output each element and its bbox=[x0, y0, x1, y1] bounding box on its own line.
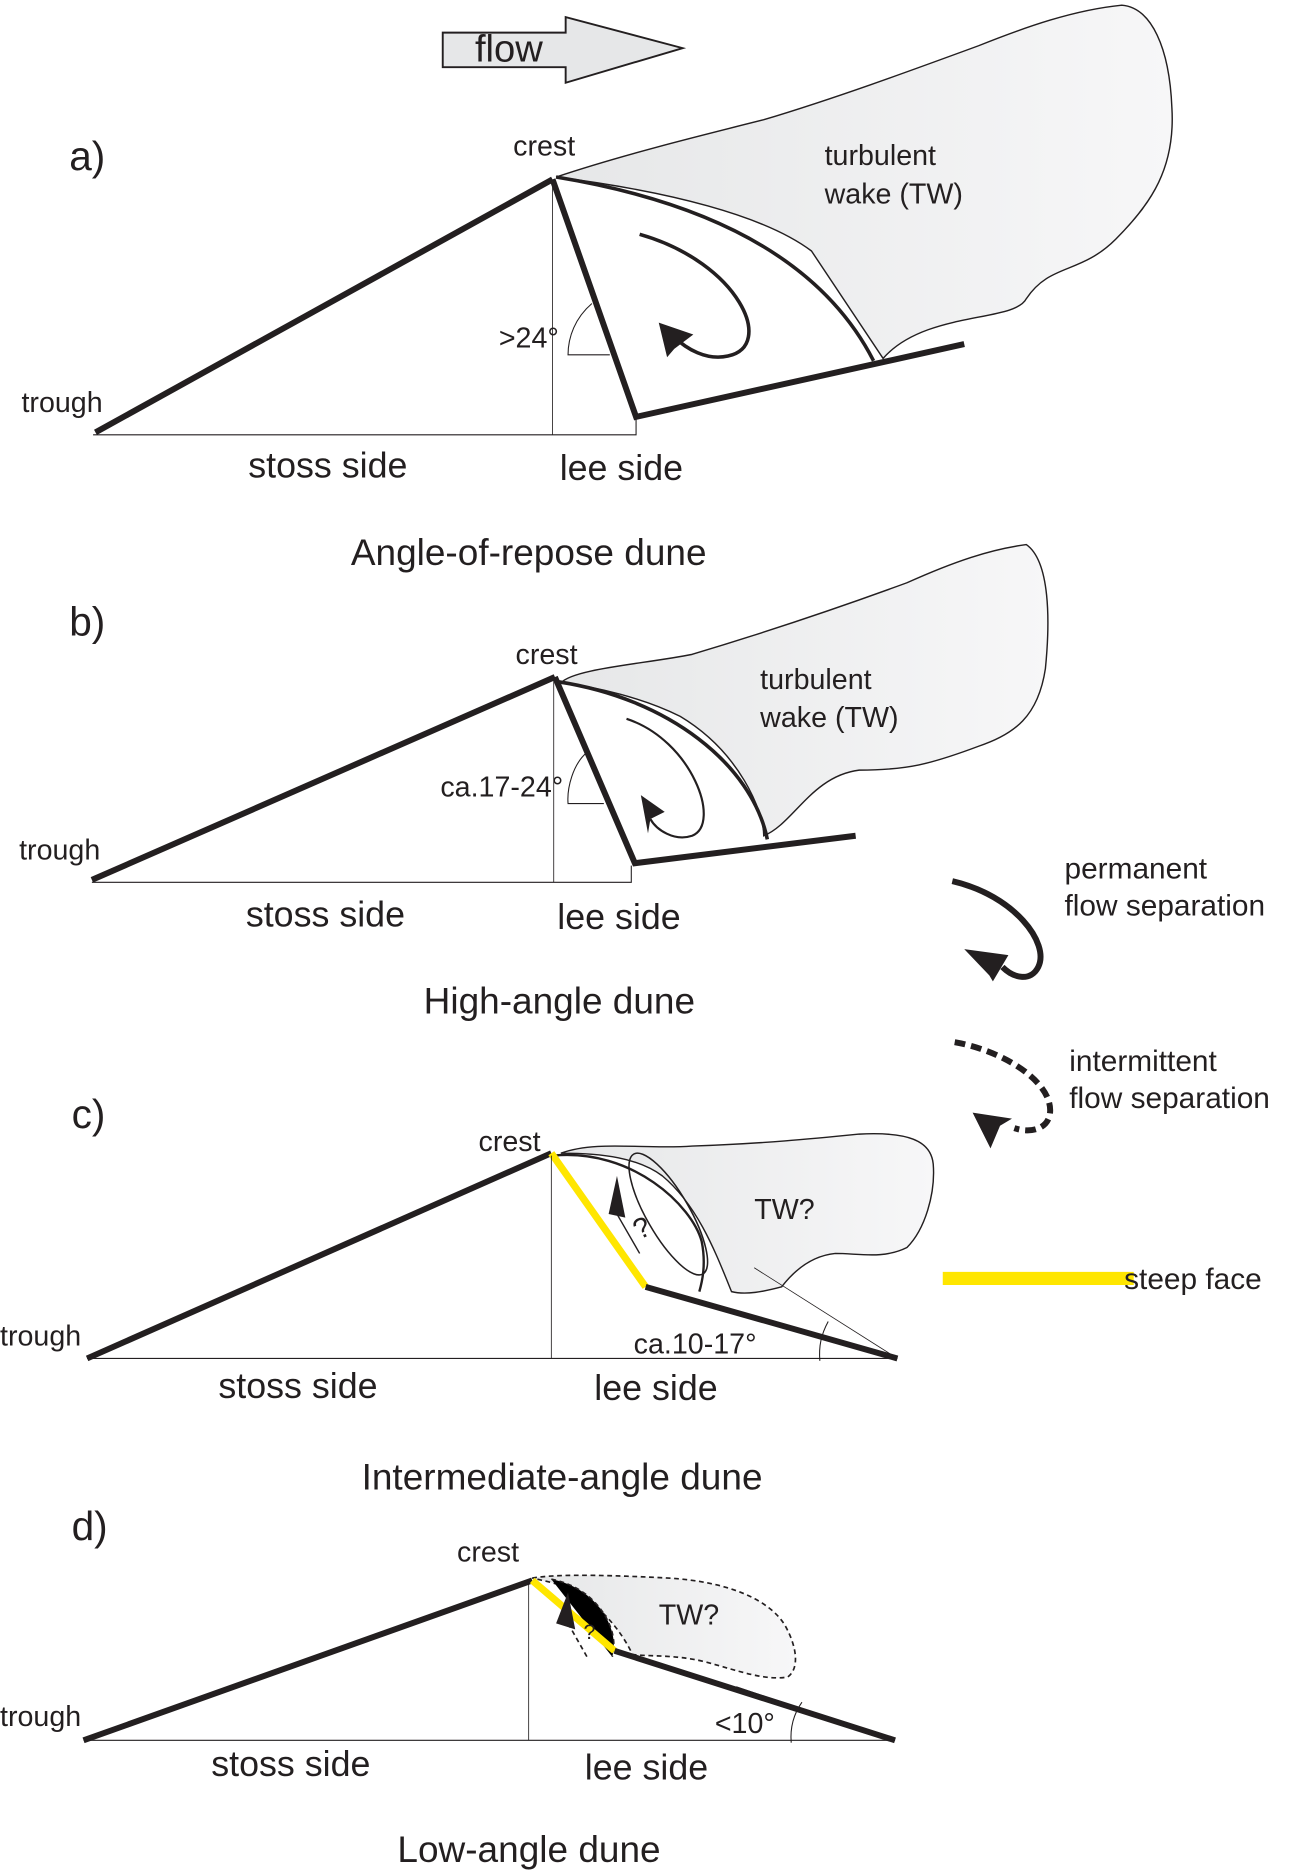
panel-a: a) crest trough >24° stoss side lee side… bbox=[21, 4, 1173, 573]
turbulent-wake bbox=[555, 4, 1173, 360]
flow-arrow: flow bbox=[441, 15, 687, 85]
wake-label-line1: turbulent bbox=[760, 664, 871, 696]
panel-c: c) ? crest trough ca.10-17° stoss side l… bbox=[0, 1091, 935, 1498]
solid-curved-arrow-icon bbox=[951, 878, 1044, 980]
angle-reference-line bbox=[736, 1686, 896, 1741]
arrowhead-icon bbox=[972, 1112, 1012, 1149]
separation-boundary bbox=[555, 175, 876, 362]
lee-side-label: lee side bbox=[585, 1748, 708, 1788]
angle-reference-line bbox=[753, 1267, 898, 1359]
separation-boundary bbox=[558, 680, 770, 840]
eddy-arrowhead bbox=[658, 322, 694, 358]
stoss-side-label: stoss side bbox=[248, 446, 407, 486]
legend-permanent: permanent flow separation bbox=[951, 853, 1265, 982]
panel-title: Angle-of-repose dune bbox=[351, 532, 707, 573]
legend-intermittent: intermittent flow separation bbox=[954, 1039, 1270, 1149]
wake-label-line1: turbulent bbox=[825, 140, 936, 172]
panel-label: a) bbox=[69, 133, 105, 179]
legend-label-line1: permanent bbox=[1064, 853, 1207, 886]
separation-boundary bbox=[553, 1153, 705, 1292]
legend-label-line2: flow separation bbox=[1069, 1082, 1270, 1115]
turbulent-wake bbox=[559, 543, 1049, 837]
baseline bbox=[91, 865, 632, 883]
lee-slope bbox=[644, 1283, 899, 1362]
panel-title: High-angle dune bbox=[424, 981, 695, 1022]
lee-slope bbox=[613, 1647, 896, 1744]
panel-b: b) crest trough ca.17-24° stoss side lee… bbox=[19, 543, 1049, 1022]
angle-arc bbox=[567, 751, 604, 805]
panel-label: c) bbox=[72, 1091, 106, 1137]
legend-label-line2: flow separation bbox=[1064, 890, 1265, 923]
stoss-slope bbox=[85, 1150, 553, 1362]
stoss-slope bbox=[94, 176, 554, 436]
flow-arrow-label: flow bbox=[475, 27, 543, 70]
angle-label: ca.10-17° bbox=[634, 1329, 757, 1361]
angle-arc bbox=[567, 303, 610, 356]
crest-label: crest bbox=[457, 1536, 519, 1568]
legend-label-line1: intermittent bbox=[1069, 1045, 1217, 1078]
flow-arrow-shape bbox=[441, 15, 687, 85]
eddy-arrow bbox=[626, 717, 705, 839]
legend: permanent flow separation intermittent f… bbox=[942, 853, 1270, 1296]
lee-slope bbox=[549, 178, 965, 421]
stoss-slope bbox=[82, 1577, 534, 1744]
angle-arc bbox=[790, 1701, 803, 1743]
crest-label: crest bbox=[513, 131, 575, 163]
stoss-side-label: stoss side bbox=[218, 1366, 377, 1406]
lee-side-label: lee side bbox=[560, 448, 683, 488]
lee-side-label: lee side bbox=[594, 1368, 717, 1408]
eddy-arrow bbox=[639, 232, 751, 359]
angle-arc bbox=[819, 1321, 829, 1361]
eddy-arrowhead bbox=[640, 795, 665, 834]
eddy-ellipse bbox=[628, 1152, 709, 1276]
eddy-arrow bbox=[616, 1213, 641, 1254]
lee-side-label: lee side bbox=[557, 897, 680, 937]
dashed-curved-arrow-icon bbox=[954, 1039, 1054, 1134]
wake-label-line2: wake (TW) bbox=[759, 702, 898, 734]
panel-title: Low-angle dune bbox=[397, 1829, 660, 1870]
turbulent-wake bbox=[560, 1132, 935, 1294]
eddy-arrow-uncertain bbox=[567, 1622, 590, 1660]
panel-d: d) ? crest trough <10° stoss side lee si… bbox=[0, 1503, 896, 1870]
baseline bbox=[93, 418, 637, 436]
trough-label: trough bbox=[21, 387, 102, 419]
stoss-side-label: stoss side bbox=[246, 894, 405, 934]
angle-label: >24° bbox=[499, 323, 559, 355]
trough-label: trough bbox=[0, 1701, 81, 1733]
steep-face bbox=[548, 1151, 649, 1289]
crest-label: crest bbox=[516, 639, 578, 671]
stoss-slope bbox=[90, 674, 557, 883]
wake-label: TW? bbox=[754, 1194, 814, 1226]
stoss-side-label: stoss side bbox=[211, 1744, 370, 1784]
wake-label: TW? bbox=[659, 1600, 719, 1632]
angle-label: ca.17-24° bbox=[440, 771, 563, 803]
trough-label: trough bbox=[0, 1320, 81, 1352]
panel-title: Intermediate-angle dune bbox=[362, 1457, 763, 1498]
panel-label: b) bbox=[69, 598, 105, 644]
legend-label: steep face bbox=[1124, 1263, 1262, 1296]
angle-label: <10° bbox=[715, 1708, 775, 1740]
eddy-arrowhead bbox=[608, 1175, 626, 1218]
legend-steep-face: steep face bbox=[942, 1263, 1262, 1296]
steep-face bbox=[529, 1577, 617, 1654]
panel-label: d) bbox=[72, 1503, 108, 1549]
lee-slope bbox=[552, 675, 857, 867]
eddy-arrowhead bbox=[556, 1592, 576, 1630]
wake-label-line2: wake (TW) bbox=[824, 178, 963, 210]
eddy-question: ? bbox=[584, 1620, 596, 1644]
trough-label: trough bbox=[19, 835, 100, 867]
arrowhead-icon bbox=[964, 949, 1009, 982]
crest-label: crest bbox=[479, 1126, 541, 1158]
